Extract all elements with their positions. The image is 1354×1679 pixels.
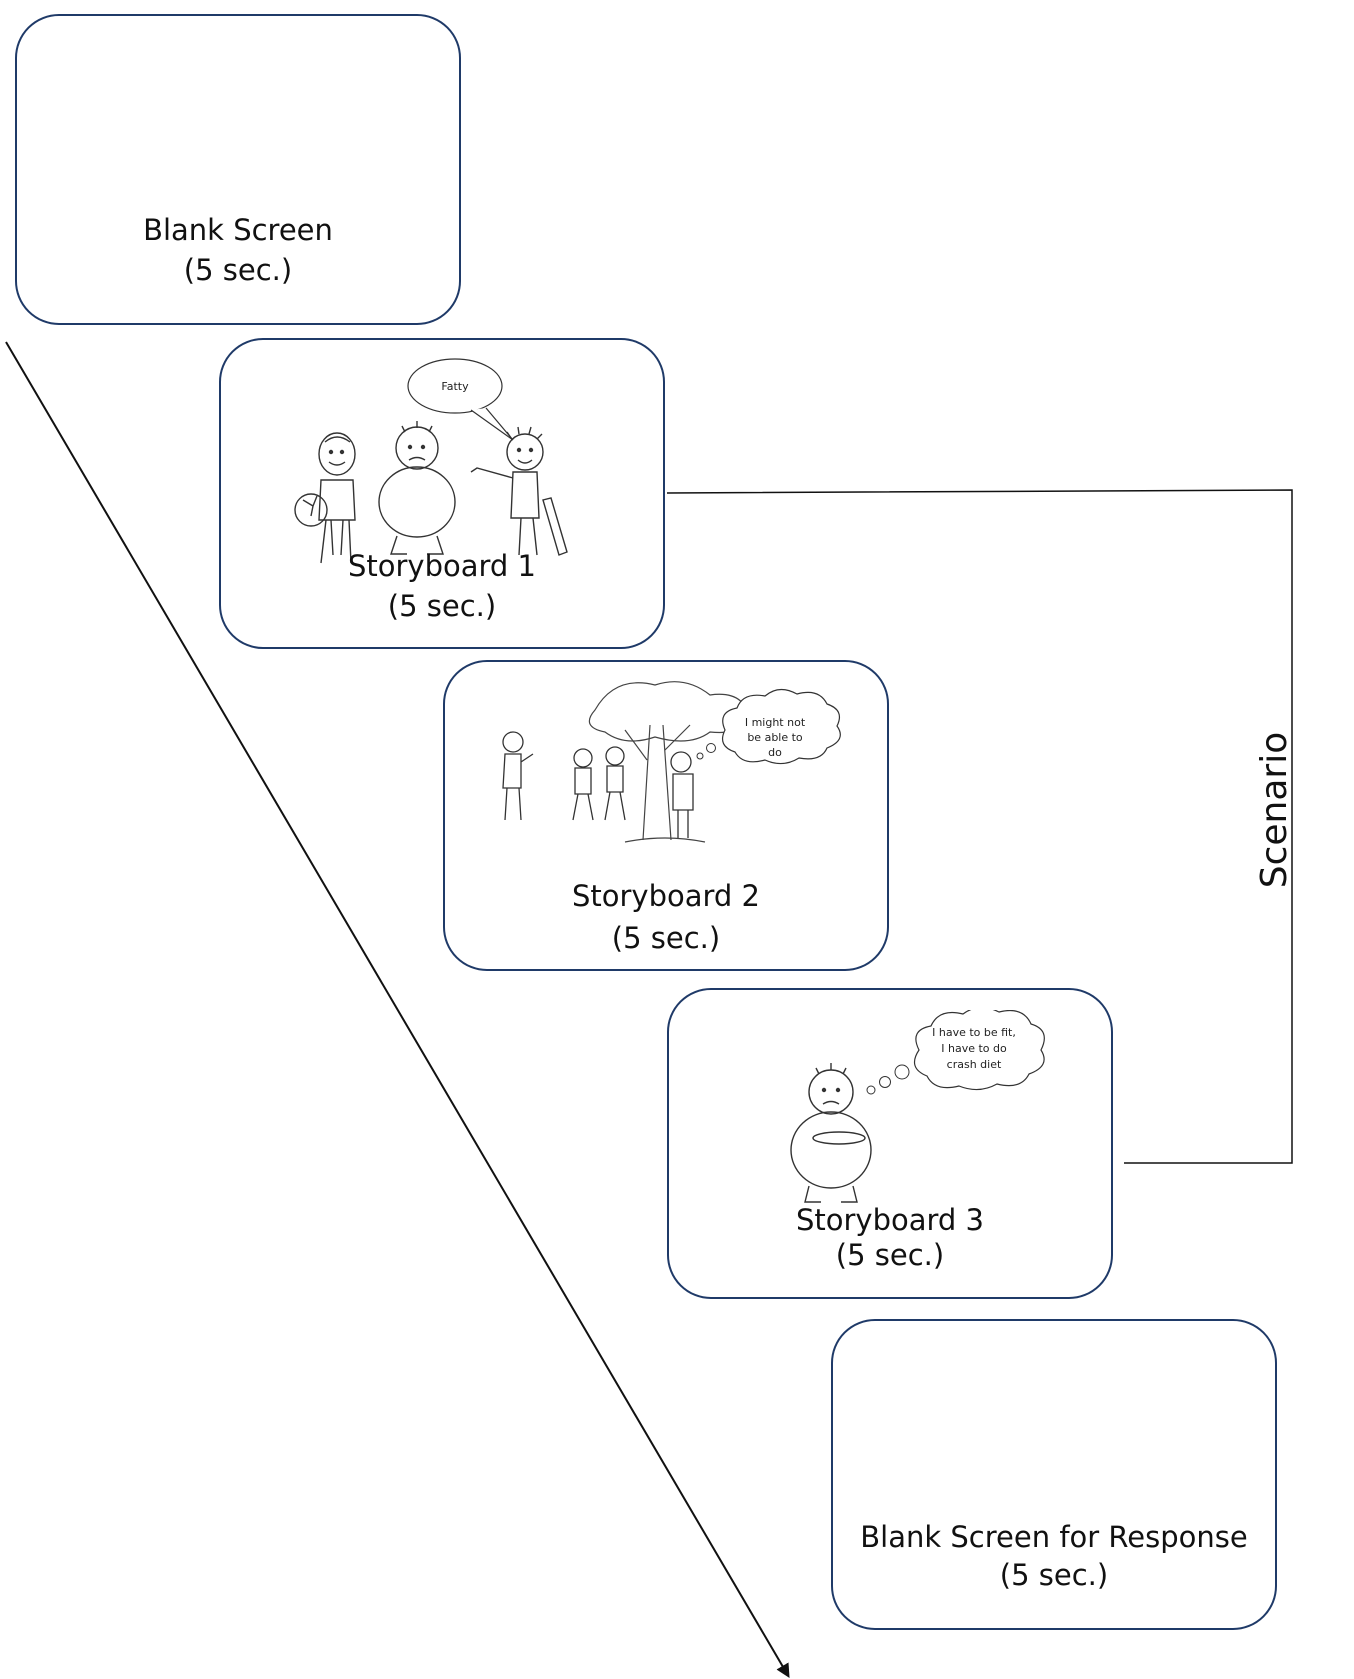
scenario-bracket — [666, 489, 1293, 1164]
storyboard-3-illustration: I have to be fit, I have to do crash die… — [790, 1010, 1045, 1203]
timeline-arrow — [5, 341, 790, 1679]
scenario-label: Scenario — [1254, 731, 1295, 889]
card-duration: (5 sec.) — [835, 1238, 945, 1272]
card-duration: (5 sec.) — [387, 589, 497, 623]
storyboard-2-illustration: I might not be able to do — [502, 681, 841, 843]
sad-heavy-boy-figure — [378, 421, 456, 555]
blank-response-card: Blank Screen for Response (5 sec.) — [831, 1319, 1277, 1630]
group-of-kids-figure — [502, 731, 626, 821]
blank-screen-card: Blank Screen (5 sec.) — [15, 14, 461, 325]
thought-bubble: I might not be able to do — [696, 688, 841, 765]
card-duration: (5 sec.) — [611, 921, 721, 955]
card-title: Storyboard 1 — [347, 549, 537, 583]
card-title: Blank Screen — [143, 213, 333, 247]
storyboard-3-card: I have to be fit, I have to do crash die… — [667, 988, 1113, 1299]
bubble-text: Fatty — [441, 380, 469, 393]
tree-drawing — [588, 681, 751, 843]
thought-bubble: I have to be fit, I have to do crash die… — [866, 1010, 1045, 1095]
boy-with-ball-figure — [294, 432, 356, 564]
card-title: Storyboard 2 — [571, 879, 761, 913]
hiding-boy-figure — [670, 751, 694, 838]
storyboard-1-card: Fatty — [219, 338, 665, 649]
thought-text-line: I have to do — [941, 1042, 1007, 1055]
card-title: Storyboard 3 — [795, 1203, 985, 1237]
storyboard-1-illustration: Fatty — [294, 358, 568, 564]
thought-text-line: I might not — [745, 716, 806, 729]
boy-with-plate-figure — [790, 1063, 872, 1203]
card-duration: (5 sec.) — [183, 253, 293, 287]
card-duration: (5 sec.) — [999, 1558, 1109, 1592]
thought-text-line: I have to be fit, — [932, 1026, 1016, 1039]
thought-text-line: crash diet — [947, 1058, 1002, 1071]
pointing-boy-figure — [470, 426, 568, 556]
storyboard-2-card: I might not be able to do Storyboard 2 (… — [443, 660, 889, 971]
thought-text-line: do — [768, 746, 782, 759]
card-title: Blank Screen for Response — [860, 1520, 1248, 1554]
speech-bubble: Fatty — [407, 358, 514, 441]
thought-text-line: be able to — [747, 731, 803, 744]
